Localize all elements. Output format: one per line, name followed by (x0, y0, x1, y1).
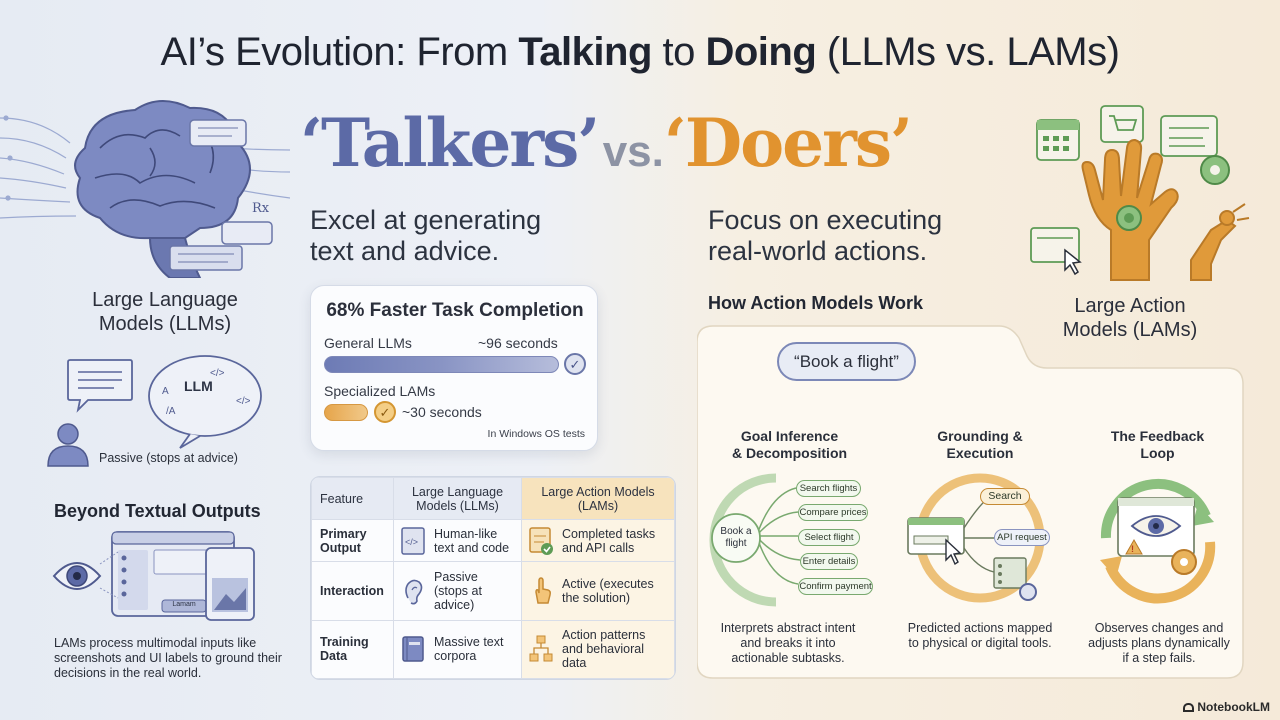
subtask-pill: Select flight (798, 529, 860, 546)
beyond-heading: Beyond Textual Outputs (54, 501, 261, 521)
table-cell: Completed tasks and API calls (562, 526, 656, 555)
brain-icon: Rx (0, 100, 290, 278)
lam-stat-label: Specialized LAMs (324, 383, 436, 399)
api-request-pill: API request (994, 529, 1050, 546)
svg-text:Rx: Rx (252, 201, 270, 216)
pointing-hand-icon (535, 577, 551, 604)
llm-stat-label: General LLMs (324, 335, 412, 351)
step-grounding-title: Grounding &Execution (937, 428, 1023, 461)
table-cell: Massive text corpora (434, 635, 504, 664)
decomposition-diagram-icon (709, 473, 801, 607)
subtask-pill: Search flights (796, 480, 861, 497)
svg-text:A: A (162, 386, 169, 397)
table-row-header: Interaction (311, 561, 394, 621)
table-cell: Active (executes the solution) (562, 576, 654, 605)
svg-text:!: ! (1131, 544, 1134, 554)
svg-text:/A: /A (166, 406, 176, 417)
table-row: Training Data Massive text corpora Actio… (311, 619, 675, 679)
check-icon: ✓ (564, 353, 586, 375)
process-heading: How Action Models Work (708, 293, 924, 313)
table-row: Interaction Passive (stops at advice) Ac… (311, 561, 675, 621)
notebook-icon (1183, 703, 1195, 712)
stats-footnote: In Windows OS tests (487, 428, 585, 440)
passive-caption: Passive (stops at advice) (99, 451, 238, 465)
table-row-header: Training Data (311, 619, 394, 679)
table-header-llm: Large Language Models (LLMs) (393, 477, 522, 520)
notebooklm-brand: NotebookLM (1183, 700, 1270, 714)
checklist-icon (529, 526, 553, 555)
stats-card: 68% Faster Task Completion General LLMs … (310, 285, 598, 451)
comparison-table: Feature Large Language Models (LLMs) Lar… (310, 476, 676, 680)
talkers-word: ‘Talkers’ (300, 104, 600, 182)
table-header-row: Feature Large Language Models (LLMs) Lar… (311, 477, 675, 520)
subtask-pill: Compare prices (798, 504, 868, 521)
robot-hand-icon (1030, 105, 1250, 281)
svg-text:</>: </> (405, 537, 418, 547)
lam-stat-value: ~30 seconds (402, 404, 482, 420)
table-cell: Action patterns and behavioral data (562, 628, 646, 671)
table-cell: Passive (stops at advice) (434, 569, 482, 612)
lam-progress-bar (324, 404, 368, 421)
svg-text:</>: </> (236, 396, 251, 407)
multimodal-ui-button: Lamam (172, 601, 196, 608)
flowchart-icon (529, 635, 553, 662)
table-header-lam: Large Action Models (LAMs) (521, 477, 675, 520)
check-icon: ✓ (374, 401, 396, 423)
book-flight-prompt: “Book a flight” (777, 342, 916, 381)
table-header-feature: Feature (311, 477, 394, 520)
table-row-header: Primary Output (311, 518, 394, 563)
doers-word: ‘Doers’ (663, 104, 913, 182)
page-title: AI’s Evolution: From Talking to Doing (L… (160, 30, 1120, 74)
table-row: Primary Output </> Human-like text and c… (311, 518, 675, 563)
goal-center-label: Book a flight (720, 526, 752, 549)
llm-bubble-label: LLM (184, 378, 213, 394)
feedback-loop-icon: ! (1100, 478, 1216, 604)
subtask-pill: Enter details (800, 553, 858, 570)
table-cell: Human-like text and code (434, 526, 510, 555)
llm-stat-value: ~96 seconds (478, 335, 558, 351)
code-document-icon: </> (401, 526, 425, 555)
stats-title: 68% Faster Task Completion (326, 300, 584, 321)
step-goal-title: Goal Inference& Decomposition (731, 428, 848, 461)
subtask-pill: Confirm payment (798, 578, 873, 595)
multimodal-eye-icon (52, 531, 255, 621)
svg-text:</>: </> (210, 368, 225, 379)
talkers-vs-doers-headline: ‘Talkers’ vs.‘Doers’ (300, 104, 960, 194)
ear-icon (405, 579, 423, 605)
vs-word: vs. (602, 127, 664, 176)
search-pill: Search (980, 488, 1030, 505)
book-icon (402, 636, 424, 663)
speech-bubbles-icon: </> A </> /A (47, 355, 262, 467)
llm-progress-bar (324, 356, 559, 373)
